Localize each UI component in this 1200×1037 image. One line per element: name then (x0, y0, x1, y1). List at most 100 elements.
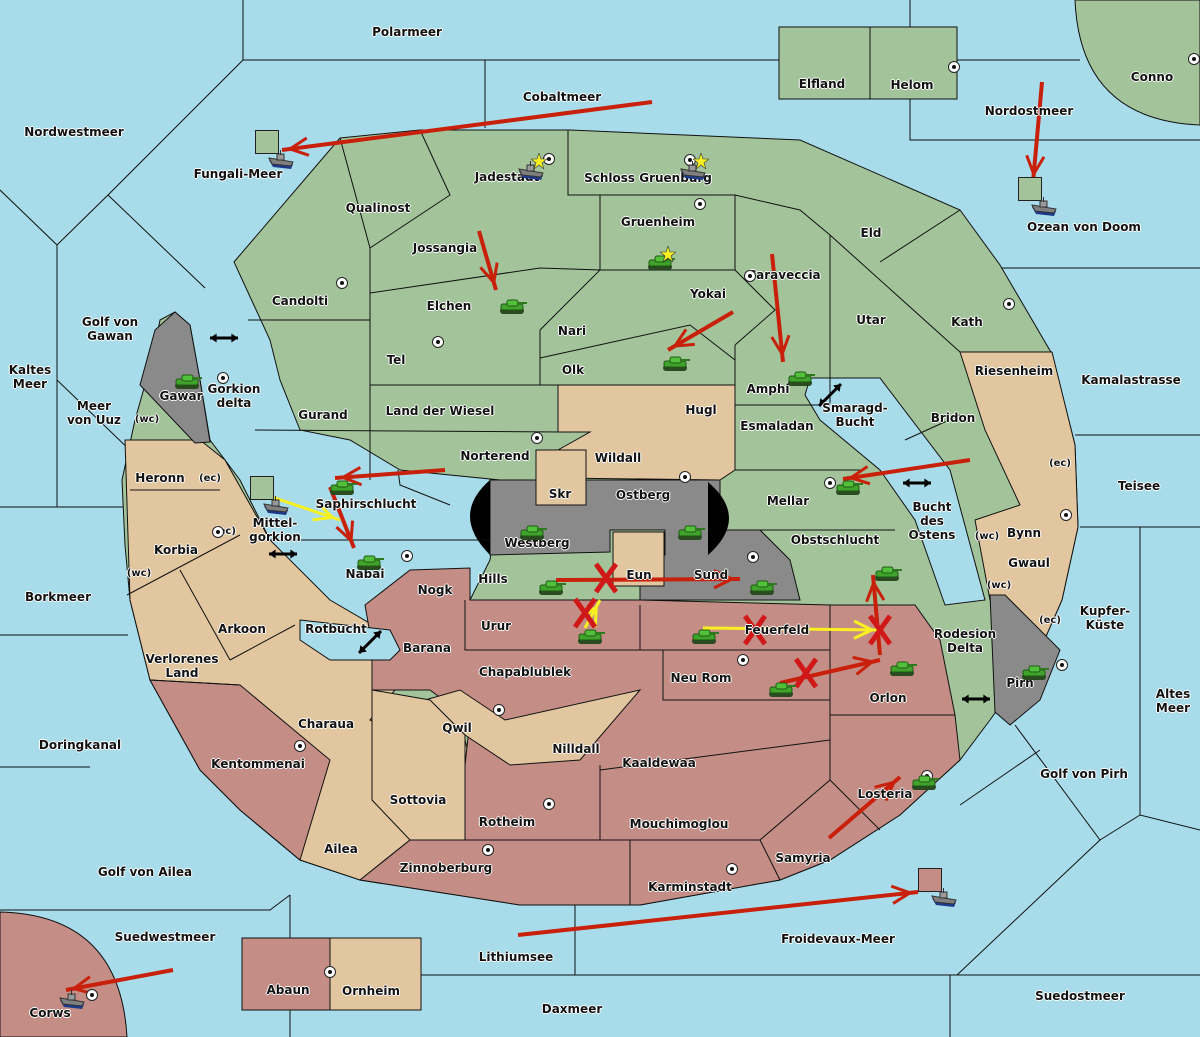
province-label[interactable]: Amphi (746, 382, 790, 396)
province-label[interactable]: Chapablublek (478, 665, 572, 679)
province-label[interactable]: Abaun (266, 983, 310, 997)
sea-label[interactable]: Golf von Pirh (1040, 767, 1128, 781)
province-label[interactable]: Jossangia (412, 241, 478, 255)
province-label[interactable]: Neu Rom (670, 671, 732, 685)
province-label[interactable]: Sund (693, 568, 729, 582)
province-label[interactable]: Samyria (775, 851, 831, 865)
province-label[interactable]: Elfland (798, 77, 846, 91)
province-label[interactable]: Urur (480, 619, 512, 633)
province-label[interactable]: Feuerfeld (744, 623, 810, 637)
province-label[interactable]: Schloss Gruenburg (584, 171, 712, 185)
province-label[interactable]: Tel (386, 353, 406, 367)
province-label[interactable]: Conno (1130, 70, 1174, 84)
province-label[interactable]: Bynn (1006, 526, 1042, 540)
province-label[interactable]: Ornheim (342, 984, 400, 998)
province-label[interactable]: Ostberg (615, 488, 671, 502)
sea-label[interactable]: Borkmeer (25, 590, 91, 604)
province-label[interactable]: Norterend (460, 449, 530, 463)
province-label[interactable]: Nogk (417, 583, 453, 597)
province-label[interactable]: Riesenheim (974, 364, 1054, 378)
sea-label[interactable]: Cobaltmeer (522, 90, 602, 104)
province-label[interactable]: Gwaul (1008, 556, 1050, 570)
coast-label[interactable]: (wc) (986, 580, 1012, 591)
province-label[interactable]: Nabai (345, 567, 385, 581)
province-label[interactable]: Orlon (869, 691, 907, 705)
province-label[interactable]: Gawar (159, 389, 203, 403)
province-label[interactable]: Korbia (153, 543, 199, 557)
sea-label[interactable]: Kamalastrasse (1081, 373, 1181, 387)
sea-label[interactable]: Kupfer-Küste (1079, 604, 1131, 632)
sea-label[interactable]: Polarmeer (372, 25, 442, 39)
province-label[interactable]: Eld (860, 226, 882, 240)
province-label[interactable]: Olk (561, 363, 585, 377)
sea-label[interactable]: Froidevaux-Meer (781, 932, 895, 946)
province-label[interactable]: Caraveccia (747, 268, 821, 282)
sea-label[interactable]: Suedwestmeer (114, 930, 216, 944)
province-label[interactable]: Obstschlucht (790, 533, 880, 547)
province-label[interactable]: Land der Wiesel (385, 404, 495, 418)
province-label[interactable]: Heronn (135, 471, 185, 485)
coast-label[interactable]: (ec) (1039, 615, 1061, 626)
province-label[interactable]: Skr (548, 487, 572, 501)
province-label[interactable]: Kaaldewaa (622, 756, 696, 770)
sea-label[interactable]: Mittel-gorkion (249, 516, 301, 544)
province-label[interactable]: Sottovia (389, 793, 447, 807)
province-label[interactable]: Mouchimoglou (629, 817, 729, 831)
province-label[interactable]: Qualinost (345, 201, 411, 215)
province-label[interactable]: Zinnoberburg (399, 861, 493, 875)
province-label[interactable]: Candolti (271, 294, 329, 308)
sea-label[interactable]: Daxmeer (541, 1002, 603, 1016)
sea-label[interactable]: Rotbucht (305, 622, 367, 636)
coast-label[interactable]: (wc) (126, 568, 152, 579)
coast-label[interactable]: (ec) (199, 473, 221, 484)
province-label[interactable]: Eun (626, 568, 652, 582)
province-label[interactable]: Ailea (324, 842, 358, 856)
province-label[interactable]: Bridon (930, 411, 976, 425)
province-label[interactable]: Gurand (298, 408, 348, 422)
province-label[interactable]: Arkoon (218, 622, 266, 636)
province-label[interactable]: Wildall (594, 451, 642, 465)
province-label[interactable]: Nari (557, 324, 587, 338)
province-label[interactable]: Saphirschlucht (315, 497, 417, 511)
province-label[interactable]: Helom (890, 78, 934, 92)
sea-label[interactable]: Suedostmeer (1035, 989, 1125, 1003)
province-label[interactable]: Westberg (504, 536, 570, 550)
province-label[interactable]: Kath (951, 315, 983, 329)
province-label[interactable]: Yokai (689, 287, 727, 301)
sea-label[interactable]: Smaragd-Bucht (822, 401, 888, 429)
sea-label[interactable]: Ozean von Doom (1027, 220, 1141, 234)
sea-label[interactable]: Lithiumsee (478, 950, 554, 964)
province-label[interactable]: Kentommenai (211, 757, 305, 771)
coast-label[interactable]: (wc) (134, 414, 160, 425)
coast-label[interactable]: (wc) (974, 531, 1000, 542)
coast-label[interactable]: (ec) (214, 526, 236, 537)
province-label[interactable]: Hills (478, 572, 508, 586)
sea-label[interactable]: Fungali-Meer (193, 167, 283, 181)
province-label[interactable]: Utar (856, 313, 886, 327)
province-label[interactable]: Qwil (442, 721, 472, 735)
province-label[interactable]: Elchen (426, 299, 472, 313)
sea-label[interactable]: Teisee (1117, 479, 1161, 493)
province-label[interactable]: Charaua (297, 717, 355, 731)
province-label[interactable]: Karminstadt (648, 880, 732, 894)
sea-label[interactable]: Nordostmeer (984, 104, 1074, 118)
province-label[interactable]: Barana (403, 641, 451, 655)
province-label[interactable]: Mellar (766, 494, 810, 508)
province-label[interactable]: Hugl (685, 403, 717, 417)
province-label[interactable]: Esmaladan (740, 419, 814, 433)
sea-label[interactable]: Golf von Ailea (97, 865, 193, 879)
province-label[interactable]: Gruenheim (620, 215, 696, 229)
coast-label[interactable]: (ec) (1049, 458, 1071, 469)
sea-label[interactable]: Nordwestmeer (24, 125, 124, 139)
sea-label[interactable]: Doringkanal (38, 738, 122, 752)
province-label[interactable]: Corws (29, 1006, 71, 1020)
